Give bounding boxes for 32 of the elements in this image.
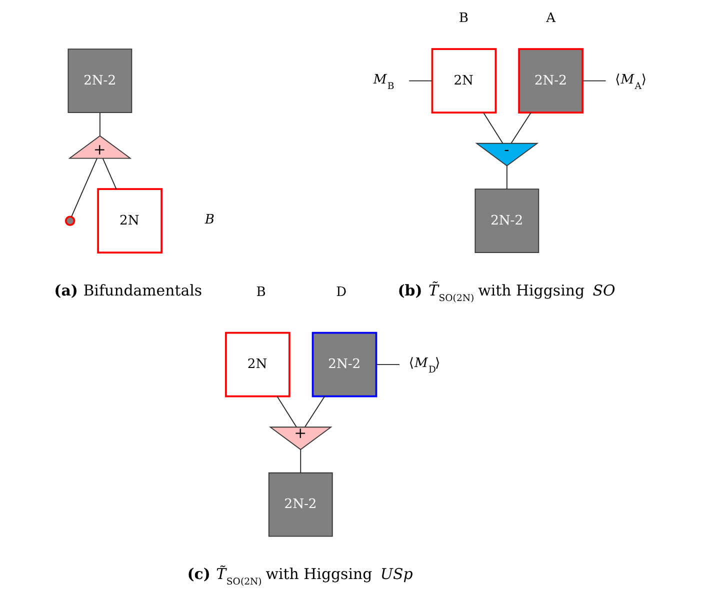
node-label: B (204, 212, 215, 228)
node-label: B (256, 285, 266, 300)
node-box: 2N (431, 48, 497, 114)
node-box: 2N-2 (268, 472, 333, 537)
connector (582, 80, 606, 82)
connector (300, 449, 302, 474)
node-text: ⟨M$_{A}$⟩ (615, 72, 646, 92)
connector (506, 165, 508, 190)
connector (408, 80, 432, 82)
node-box: 2N (225, 332, 290, 398)
node-box: 2N-2 (518, 48, 584, 114)
connector (376, 364, 400, 366)
node-box: 2N-2 (68, 48, 132, 114)
node-box: 2N (97, 188, 162, 254)
node-label: D (336, 285, 347, 300)
connector (482, 112, 504, 144)
node-text: ⟨M$_{D}$⟩ (408, 356, 440, 376)
node-box: 2N-2 (474, 188, 540, 254)
connector (71, 158, 98, 218)
connector (276, 396, 297, 428)
connector (304, 396, 326, 428)
connector (102, 158, 117, 190)
node-box: 2N-2 (312, 332, 378, 398)
connector (99, 112, 100, 136)
node-circle (64, 216, 76, 226)
node-label: A (546, 11, 556, 26)
label: (c) T̃$_{SO(2N)}$ with Higgsing USp (187, 565, 413, 588)
node-text: M$_{B}$ (373, 72, 394, 92)
label: (b) T̃$_{SO(2N)}$ with Higgsing SO (398, 281, 616, 304)
node-label: B (458, 11, 468, 26)
label: (a) Bifundamentals (54, 281, 202, 300)
connector (510, 112, 532, 144)
